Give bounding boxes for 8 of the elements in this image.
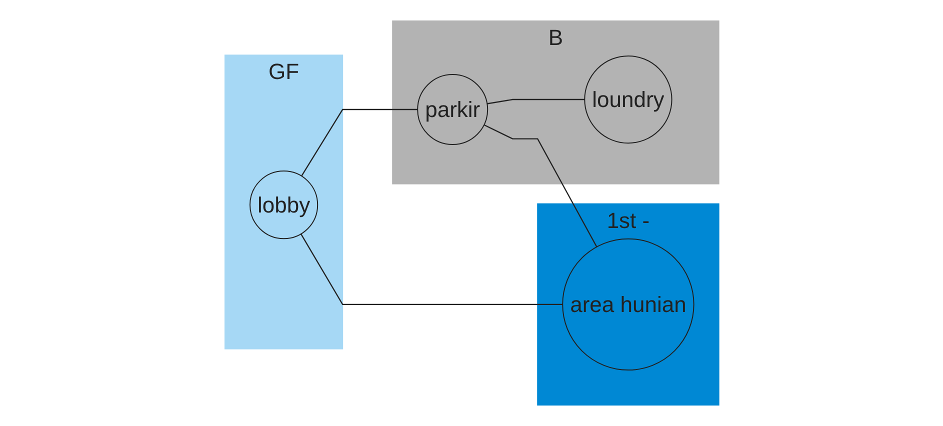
connector [300,234,562,306]
connector [486,98,584,104]
node-circle: loundry [584,55,672,144]
connector [483,124,597,248]
node-circle: parkir [416,74,488,146]
connector [300,108,418,176]
node-circle: area hunian [562,238,694,371]
node-circle: lobby [249,170,318,240]
